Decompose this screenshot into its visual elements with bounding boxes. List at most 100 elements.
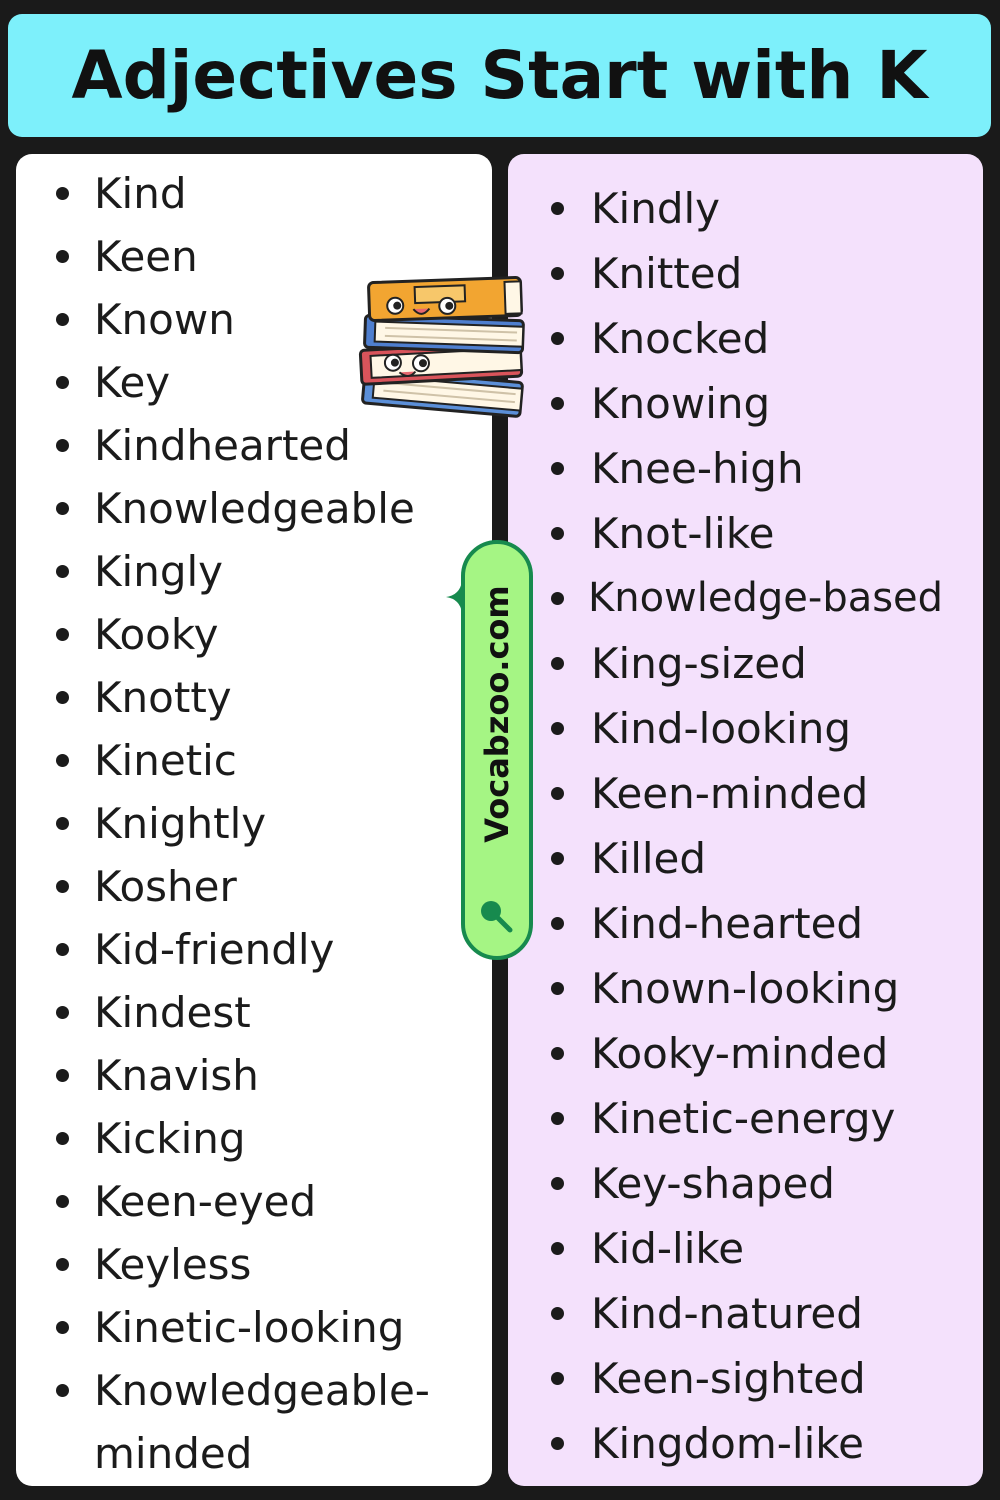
bullet-icon bbox=[56, 943, 69, 956]
list-item: Kingdom-like bbox=[508, 1411, 983, 1476]
list-item: Kind-hearted bbox=[508, 891, 983, 956]
bullet-icon bbox=[56, 1069, 69, 1082]
list-item: Kinetic-energy bbox=[508, 1086, 983, 1151]
list-item: Kinetic-looking bbox=[16, 1296, 492, 1359]
bullet-icon bbox=[551, 1437, 564, 1450]
list-item: Keen-sighted bbox=[508, 1346, 983, 1411]
bullet-icon bbox=[551, 527, 564, 540]
list-item: Knotty bbox=[16, 666, 492, 729]
list-item: Kid-like bbox=[508, 1216, 983, 1281]
list-item-text: Knowledgeable bbox=[94, 484, 415, 533]
list-item: Kindest bbox=[16, 981, 492, 1044]
bullet-icon bbox=[56, 880, 69, 893]
page-title: Adjectives Start with K bbox=[71, 37, 928, 114]
list-item: Kinetic bbox=[16, 729, 492, 792]
list-item-text: Knavish bbox=[94, 1051, 259, 1100]
list-item-text: Knowledgeable-minded bbox=[94, 1366, 430, 1478]
watermark-pill: Vocabzoo.com bbox=[461, 540, 533, 960]
books-icon bbox=[358, 276, 525, 418]
bullet-icon bbox=[551, 1047, 564, 1060]
list-item-text: Kooky bbox=[94, 610, 219, 659]
list-item-text: Knowledge-based bbox=[588, 575, 944, 621]
list-item: Kosher bbox=[16, 855, 492, 918]
list-item-text: Kind bbox=[94, 169, 187, 218]
magnifier-icon bbox=[481, 901, 513, 933]
list-item-text: Kinetic bbox=[94, 736, 237, 785]
list-item: Kicking bbox=[16, 1107, 492, 1170]
list-item-text: Kindest bbox=[94, 988, 251, 1037]
bullet-icon bbox=[56, 754, 69, 767]
list-item: Knitted bbox=[508, 241, 983, 306]
bullet-icon bbox=[551, 657, 564, 670]
bullet-icon bbox=[551, 397, 564, 410]
bullet-icon bbox=[551, 1112, 564, 1125]
list-item-text: Kicking bbox=[94, 1114, 246, 1163]
list-item: Known-looking bbox=[508, 956, 983, 1021]
list-item-text: Keen-sighted bbox=[591, 1354, 866, 1403]
list-item: Keyless bbox=[16, 1233, 492, 1296]
list-item: Knowledgeable bbox=[16, 477, 492, 540]
bullet-icon bbox=[56, 1006, 69, 1019]
bullet-icon bbox=[56, 691, 69, 704]
list-item: Knocked bbox=[508, 306, 983, 371]
list-item-text: Knightly bbox=[94, 799, 267, 848]
list-item: Kid-friendly bbox=[16, 918, 492, 981]
bullet-icon bbox=[551, 1307, 564, 1320]
bullet-icon bbox=[551, 787, 564, 800]
list-item-text: Kinetic-looking bbox=[94, 1303, 405, 1352]
bullet-icon bbox=[56, 376, 69, 389]
bullet-icon bbox=[56, 817, 69, 830]
list-item: Kingly bbox=[16, 540, 492, 603]
list-item-text: Kosher bbox=[94, 862, 237, 911]
list-item-text: Knowing bbox=[591, 379, 771, 428]
list-item-text: Kingly bbox=[94, 547, 224, 596]
list-item-text: Kind-looking bbox=[591, 704, 851, 753]
bullet-icon bbox=[56, 1132, 69, 1145]
list-item: Kind-natured bbox=[508, 1281, 983, 1346]
bullet-icon bbox=[56, 628, 69, 641]
list-item: Kind-looking bbox=[508, 696, 983, 761]
bullet-icon bbox=[56, 565, 69, 578]
list-item-text: Kid-friendly bbox=[94, 925, 335, 974]
list-item: Kooky-minded bbox=[508, 1021, 983, 1086]
list-item-text: Kind-hearted bbox=[591, 899, 864, 948]
list-item: Key-shaped bbox=[508, 1151, 983, 1216]
bullet-icon bbox=[551, 1242, 564, 1255]
bullet-icon bbox=[56, 250, 69, 263]
bullet-icon bbox=[551, 462, 564, 475]
list-item: Killed bbox=[508, 826, 983, 891]
bullet-icon bbox=[551, 267, 564, 280]
bullet-icon bbox=[551, 852, 564, 865]
list-item-text: Knot-like bbox=[591, 509, 775, 558]
bullet-icon bbox=[551, 1372, 564, 1385]
list-item-text: King-sized bbox=[591, 639, 807, 688]
list-item-text: Known-looking bbox=[591, 964, 900, 1013]
list-item: Kindly bbox=[508, 176, 983, 241]
list-item-text: Killed bbox=[591, 834, 707, 883]
list-item-text: Kindhearted bbox=[94, 421, 351, 470]
list-item: Known bbox=[16, 288, 492, 351]
list-item-text: Kooky-minded bbox=[591, 1029, 889, 1078]
list-item: Keen-minded bbox=[508, 761, 983, 826]
bullet-icon bbox=[56, 502, 69, 515]
list-item-text: Keen bbox=[94, 232, 198, 281]
bullet-icon bbox=[551, 917, 564, 930]
list-item-text: Knocked bbox=[591, 314, 770, 363]
bullet-icon bbox=[56, 1195, 69, 1208]
bullet-icon bbox=[56, 313, 69, 326]
list-item: Knightly bbox=[16, 792, 492, 855]
list-item-text: Kindly bbox=[591, 184, 721, 233]
list-item-text: Keen-minded bbox=[591, 769, 869, 818]
list-item: Knowing bbox=[508, 371, 983, 436]
title-banner: Adjectives Start with K bbox=[8, 14, 991, 137]
list-item-text: Knitted bbox=[591, 249, 743, 298]
list-item: Knowledgeable-minded bbox=[16, 1359, 466, 1485]
list-item-text: Keen-eyed bbox=[94, 1177, 317, 1226]
list-item: Kind bbox=[16, 162, 492, 225]
list-item: Keen bbox=[16, 225, 492, 288]
bullet-icon bbox=[551, 332, 564, 345]
list-item: Knavish bbox=[16, 1044, 492, 1107]
list-item: King-sized bbox=[508, 631, 983, 696]
